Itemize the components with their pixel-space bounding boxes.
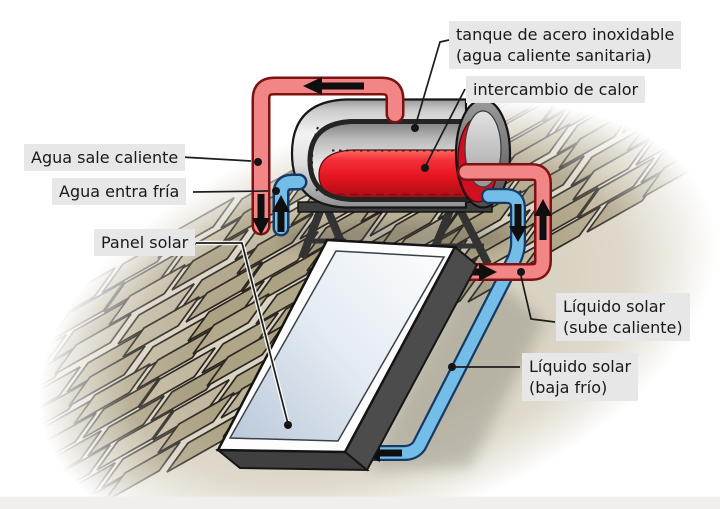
- roof-shingle: [0, 315, 62, 370]
- leader-dot-tank: [411, 124, 419, 132]
- flow-arrow-cold-in-up: [272, 195, 290, 232]
- leader-heat-exchanger: [424, 88, 466, 168]
- leader-panel: [196, 242, 289, 425]
- roof-shingle: [192, 292, 270, 355]
- leader-dot-panel: [284, 421, 292, 429]
- roof-shingle: [19, 411, 97, 474]
- roof-shingle: [621, 71, 699, 134]
- label-solar-fluid-up-line2: (sube caliente): [563, 318, 683, 337]
- label-solar-fluid-up-line1: Líquido solar: [563, 297, 666, 316]
- heat-exchanger-cylinder: [318, 149, 467, 200]
- leader-cold-water-in: [192, 190, 269, 193]
- leader-dots: [254, 124, 525, 429]
- roof-shingle: [691, 96, 720, 131]
- leader-dot-hot-water-out: [254, 158, 262, 166]
- label-heat-exchanger: intercambio de calor: [466, 76, 646, 103]
- roof-shingle: [54, 312, 132, 375]
- leader-lines: [180, 39, 556, 425]
- roof-shingle: [705, 141, 720, 163]
- roof-shingle: [87, 394, 165, 457]
- roof-shingle: [157, 391, 235, 454]
- roof-shingle: [675, 40, 720, 85]
- roof-shingle: [47, 280, 125, 343]
- label-solar-fluid-up: Líquido solar (sube caliente): [556, 293, 690, 341]
- roof-shingle: [696, 116, 720, 149]
- roof-shingle: [3, 365, 81, 428]
- roof-shingle: [24, 429, 102, 492]
- page-bottom-strip: [0, 496, 720, 509]
- leader-dot-heat-exchanger: [421, 164, 429, 172]
- roof-shingle: [626, 89, 704, 152]
- roof-shingle: [577, 156, 655, 219]
- roof-shingle: [689, 80, 720, 117]
- label-solar-panel-line1: Panel solar: [101, 233, 189, 252]
- roof-shingle: [73, 362, 151, 425]
- roof-shingle: [108, 263, 186, 326]
- roof-shingle: [0, 414, 27, 449]
- roof-shingle: [558, 106, 636, 169]
- roof-shingle: [103, 440, 181, 503]
- label-tank: tanque de acero inoxidable (agua calient…: [449, 21, 682, 69]
- leader-solar-fluid-up: [520, 275, 556, 323]
- label-cold-water-in-line1: Agua entra fría: [59, 182, 180, 201]
- roof-shingle: [0, 333, 67, 391]
- roof-shingle: [38, 266, 116, 329]
- roof-shingle: [185, 260, 263, 323]
- flow-arrow-hot-out-left: [303, 77, 364, 95]
- label-solar-fluid-down: Líquido solar (baja frío): [522, 353, 639, 401]
- panel-glass: [228, 250, 446, 442]
- label-cold-water-in: Agua entra fría: [52, 178, 187, 205]
- leader-dot-cold-water-in: [272, 187, 280, 195]
- label-heat-exchanger-line1: intercambio de calor: [473, 80, 639, 99]
- label-hot-water-out: Agua sale caliente: [24, 144, 186, 171]
- label-solar-panel: Panel solar: [94, 229, 196, 256]
- label-hot-water-out-line1: Agua sale caliente: [31, 148, 179, 167]
- roof-shingle: [122, 295, 200, 358]
- roof-shingle: [68, 344, 146, 407]
- roof-shingle: [642, 135, 720, 198]
- label-solar-fluid-down-line2: (baja frío): [529, 378, 608, 397]
- label-tank-line2: (agua caliente sanitaria): [456, 46, 652, 65]
- roof-shingle: [138, 346, 216, 409]
- roof-shingle: [572, 138, 650, 201]
- flow-arrow-hot-out-down: [252, 194, 270, 235]
- roof-shingle: [33, 443, 111, 506]
- tank-cutaway-rim: [307, 119, 468, 202]
- roof-shingle: [0, 432, 32, 470]
- cold-water-inlet-pipe: [272, 173, 308, 237]
- leader-hot-water-out: [180, 156, 252, 162]
- solar-fluid-cold-pipe: [346, 188, 526, 461]
- label-solar-fluid-down-line1: Líquido solar: [529, 357, 632, 376]
- flow-arrow-solar-hot-right: [455, 263, 497, 281]
- roof-shingle: [82, 376, 160, 439]
- leader-tank: [414, 39, 450, 128]
- flow-arrow-solar-hot-up: [534, 199, 552, 240]
- leader-dot-solar-fluid-down: [448, 363, 456, 371]
- leader-dot-solar-fluid-up: [517, 268, 525, 276]
- flow-arrow-solar-cold-down: [509, 204, 527, 242]
- roof-shingle: [684, 60, 720, 99]
- roof-shingle: [96, 408, 174, 471]
- label-tank-line1: tanque de acero inoxidable: [456, 25, 675, 44]
- solar-panel: [215, 238, 479, 472]
- roof-shingle: [236, 212, 314, 275]
